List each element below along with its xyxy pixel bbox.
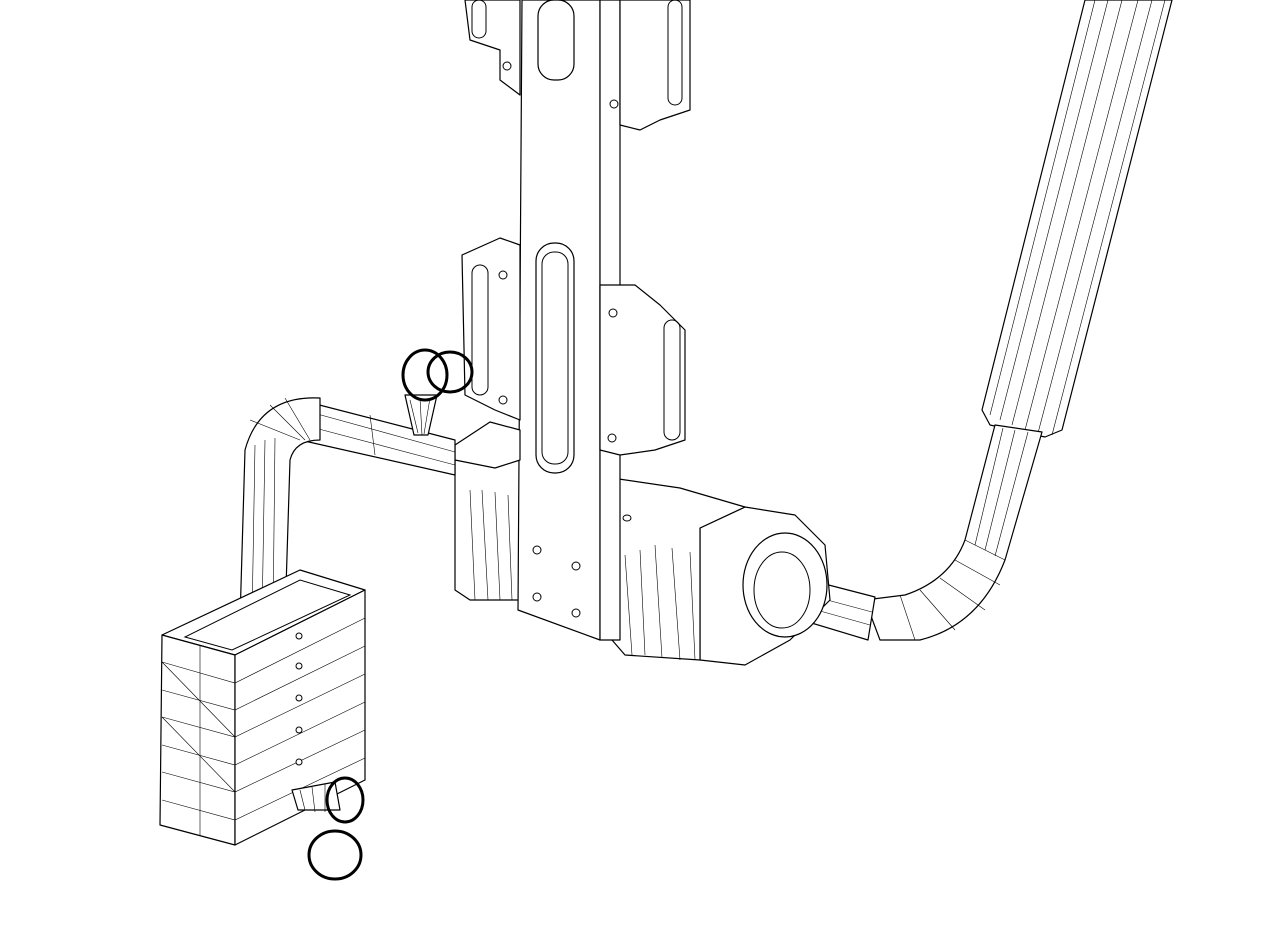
weight-stack — [159, 569, 366, 846]
vertical-plate — [517, 0, 621, 641]
selector-pin-upper[interactable] — [401, 348, 474, 436]
left-bent-tube — [239, 397, 321, 621]
plate-slot-lower — [535, 242, 575, 474]
middle-bracket-left — [461, 237, 521, 421]
upper-bracket-right — [609, 0, 691, 131]
middle-bracket-right — [599, 284, 686, 456]
upper-bracket-left — [464, 0, 521, 96]
carriage-block — [611, 477, 746, 661]
handle-tube — [864, 424, 1043, 641]
plate-holes — [532, 545, 581, 618]
selector-pin-lower[interactable] — [291, 776, 365, 881]
weight-stack-holes — [295, 632, 303, 766]
handle-grip — [981, 0, 1173, 438]
plate-slot-upper — [537, 0, 575, 81]
clamp-collar — [699, 506, 831, 666]
